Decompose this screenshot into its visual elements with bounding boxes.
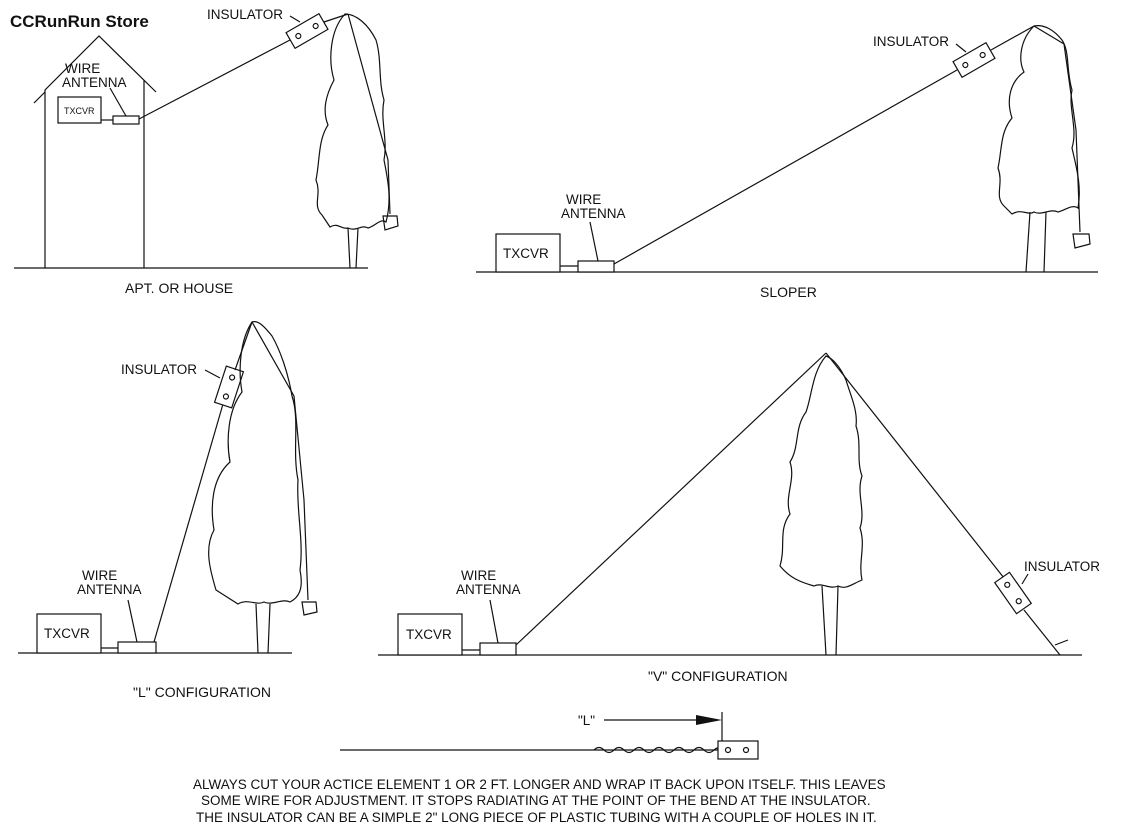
support-rope [1023, 609, 1061, 656]
antenna-wire-right [825, 352, 1005, 579]
antenna-tuner-box [577, 260, 615, 273]
txcvr-label: TXCVR [64, 106, 95, 116]
wire-antenna-pointer [109, 87, 127, 117]
insulator-pointer [1021, 573, 1029, 585]
wire-antenna-pointer [589, 221, 599, 262]
txcvr-label: TXCVR [406, 627, 452, 642]
support-rope [990, 25, 1035, 51]
tree-trunk-left [347, 227, 351, 269]
wire-label-line2: ANTENNA [561, 206, 626, 221]
support-rope [234, 321, 253, 371]
antenna-wire [153, 403, 224, 643]
wire-label-line1: WIRE [82, 568, 117, 583]
weight-icon [301, 601, 318, 616]
wrapped-wire [593, 746, 723, 754]
tree-icon [779, 355, 863, 588]
insulator-hole [724, 746, 732, 754]
panel-house: TXCVR WIRE ANTENNA INSULATOR APT. OR HOU… [14, 7, 399, 296]
panel-l-config: TXCVR WIRE ANTENNA INSULATOR "L" CONFIGU… [18, 321, 318, 700]
txcvr-box [495, 233, 561, 273]
insulator-hole [742, 746, 750, 754]
caption: SLOPER [760, 284, 817, 300]
wire-label-line1: WIRE [461, 568, 496, 583]
rope-down [347, 13, 391, 215]
tree-trunk-right [355, 227, 359, 269]
house-eave [33, 91, 46, 104]
note-line-1: ALWAYS CUT YOUR ACTICE ELEMENT 1 OR 2 FT… [193, 777, 886, 792]
tree-trunk-right [835, 585, 839, 656]
weight-icon [1072, 233, 1091, 249]
wire-antenna-pointer [489, 599, 499, 644]
store-label: CCRunRun Store [10, 12, 149, 31]
tree-trunk-right [267, 603, 271, 654]
wire-antenna-pointer [127, 599, 138, 643]
antenna-wire-left [515, 352, 827, 646]
wire-label-line1: WIRE [65, 61, 100, 76]
txcvr-box [397, 613, 463, 656]
txcvr-label: TXCVR [503, 246, 549, 261]
txcvr-box [57, 96, 102, 124]
antenna-tuner-box [112, 115, 140, 125]
note-line-3: THE INSULATOR CAN BE A SIMPLE 2" LONG PI… [196, 810, 877, 825]
insulator [993, 571, 1033, 615]
insulator [717, 740, 759, 760]
insulator-pointer [289, 15, 301, 23]
wire-label-line1: WIRE [566, 192, 601, 207]
antenna-tuner-box [117, 641, 157, 654]
stake-icon [1054, 639, 1069, 646]
insulator [213, 365, 245, 409]
insulator-pointer [204, 369, 221, 379]
insulator-label: INSULATOR [121, 362, 197, 377]
insulator-label: INSULATOR [207, 7, 283, 22]
length-detail: "L" [340, 712, 759, 760]
txcvr-label: TXCVR [44, 626, 90, 641]
wire-label-line2: ANTENNA [77, 582, 142, 597]
insulator [285, 12, 329, 50]
txcvr-box [36, 613, 102, 654]
wire-label-line2: ANTENNA [456, 582, 521, 597]
antenna-wire [138, 39, 291, 120]
tree-trunk-left [821, 585, 827, 656]
length-label: "L" [578, 713, 595, 728]
tree-icon [315, 13, 390, 230]
caption: APT. OR HOUSE [125, 280, 233, 296]
antenna-tuner-box [479, 642, 517, 656]
caption: "V" CONFIGURATION [648, 668, 788, 684]
insulator-label: INSULATOR [873, 34, 949, 49]
tree-trunk-left [1025, 211, 1031, 273]
arrow-head-icon [696, 715, 722, 725]
wire-label-line2: ANTENNA [62, 75, 127, 90]
tree-trunk-left [255, 603, 259, 654]
weight-icon [382, 215, 399, 231]
insulator-pointer [955, 43, 967, 53]
panel-sloper: TXCVR WIRE ANTENNA INSULATOR SLOPER [476, 25, 1098, 300]
tree-trunk-right [1043, 211, 1047, 273]
antenna-wire [613, 69, 958, 265]
insulator [952, 41, 996, 79]
insulator-label: INSULATOR [1024, 559, 1100, 574]
note-line-2: SOME WIRE FOR ADJUSTMENT. IT STOPS RADIA… [201, 793, 871, 808]
tree-icon [997, 25, 1080, 215]
rope-down [251, 321, 309, 601]
rope-down [1033, 25, 1081, 233]
house-roof-left [44, 35, 157, 268]
tree-icon [208, 321, 302, 605]
panel-v-config: TXCVR WIRE ANTENNA INSULATOR "V" CONFIGU… [378, 352, 1100, 684]
caption: "L" CONFIGURATION [133, 684, 271, 700]
